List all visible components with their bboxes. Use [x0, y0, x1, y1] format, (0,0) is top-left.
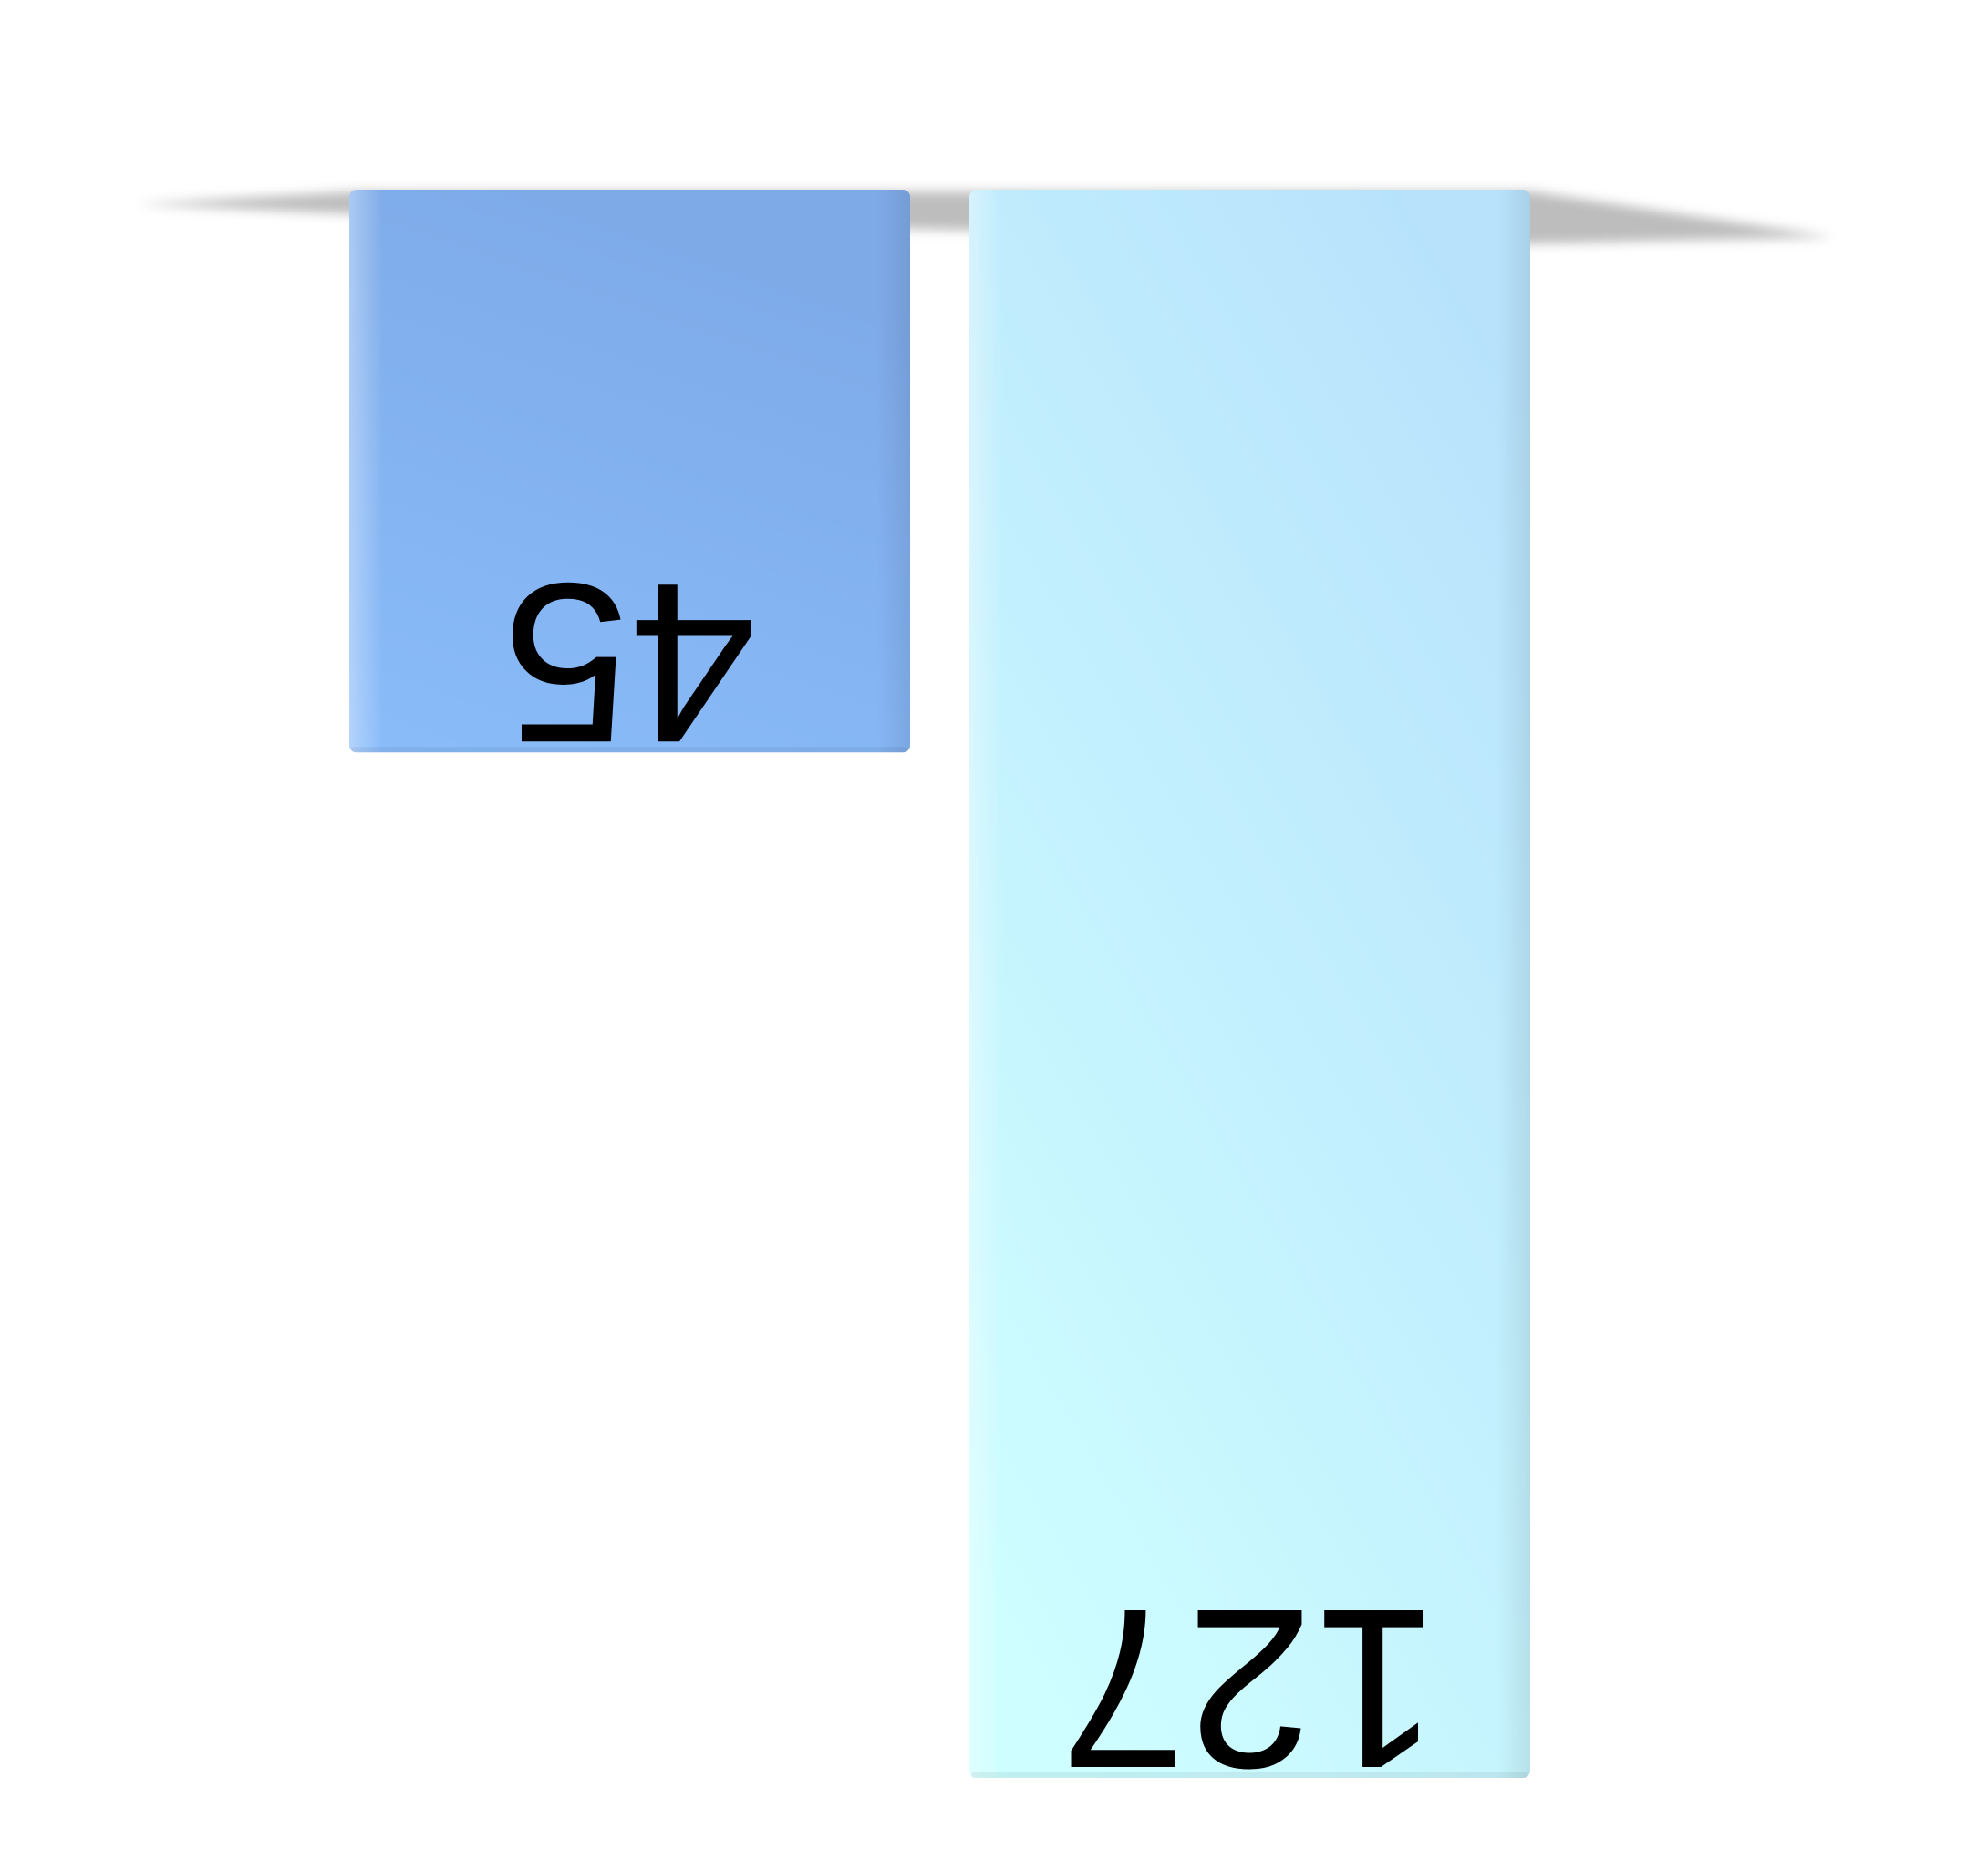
bar-0-value-label: 45	[502, 536, 756, 790]
labels-layer: 45 127	[502, 536, 1440, 1816]
bar-0-bevel	[349, 190, 910, 753]
bar-1-bevel	[969, 190, 1530, 1778]
bar-1-foot	[971, 1772, 1528, 1778]
bar-0-foot	[351, 747, 908, 753]
bar-1-value-label: 127	[1060, 1562, 1440, 1816]
bars-layer	[349, 190, 1530, 1778]
